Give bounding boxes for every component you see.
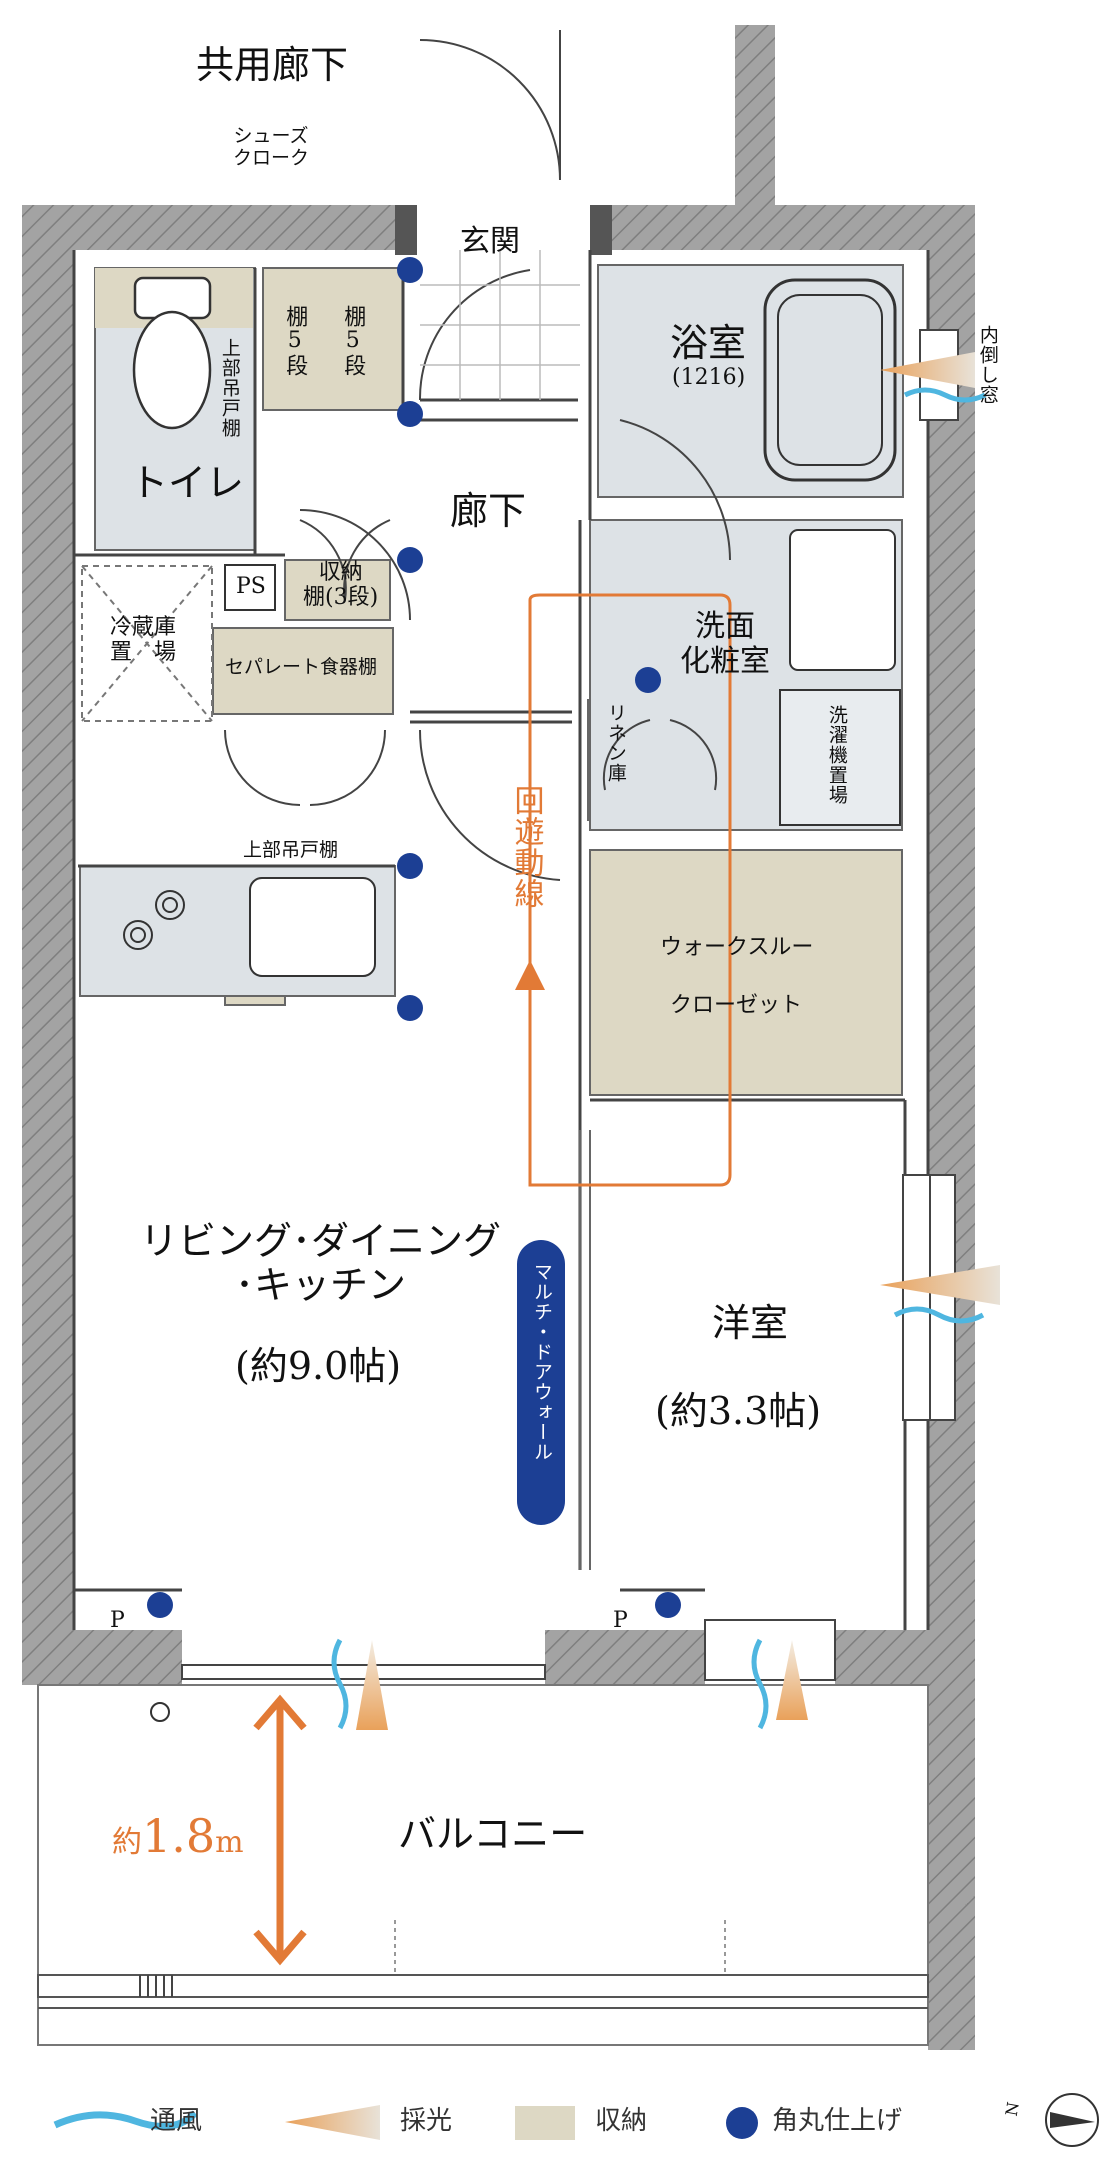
bath-size-label: (1216) xyxy=(672,365,746,390)
depth-value: 1.8 xyxy=(142,1809,216,1863)
ldk-size-label: (約9.0帖) xyxy=(235,1344,402,1388)
entrance-floor xyxy=(420,250,580,400)
inward-window-label: 内倒し窓 xyxy=(976,325,999,405)
legend-storage: 収納 xyxy=(595,2106,648,2136)
circulation-label: 回遊動線 xyxy=(508,785,544,909)
laundry-space xyxy=(779,689,901,826)
vent-marks xyxy=(331,387,987,1730)
separate-cupboard-label: セパレート食器棚 xyxy=(225,656,378,678)
depth-unit: m xyxy=(215,1825,244,1860)
shelf-a-label: 棚5段 xyxy=(282,305,308,377)
walk-through-label: ウォークスルー xyxy=(660,935,814,960)
western-size-label: (約3.3帖) xyxy=(655,1389,822,1433)
closet-label: クローゼット xyxy=(670,993,803,1018)
multi-door-track xyxy=(579,1130,591,1570)
pipe-right-label: P xyxy=(613,1608,628,1633)
bath-label: 浴室 xyxy=(670,321,747,365)
legend-light: 採光 xyxy=(400,2106,453,2136)
common-corridor-label: 共用廊下 xyxy=(196,43,349,87)
pipe-left-label: P xyxy=(110,1608,125,1633)
multi-door-label: マルチ・ドアウォール xyxy=(530,1262,553,1462)
multi-door-badge xyxy=(517,1240,565,1525)
circulation-loop xyxy=(528,593,732,1187)
toilet-cabinet-label: 上部吊戸棚 xyxy=(218,338,241,438)
entrance-label: 玄関 xyxy=(460,224,520,259)
basin xyxy=(789,529,896,671)
balcony-label: バルコニー xyxy=(398,1812,588,1856)
rounded-corner-dots xyxy=(147,257,681,1618)
toilet-fixture xyxy=(132,276,212,430)
western-sash xyxy=(704,1619,836,1681)
fridge-label: 冷蔵庫 置 場 xyxy=(110,615,177,666)
light-marks xyxy=(356,352,1000,1730)
storage-areas xyxy=(95,267,903,1096)
balcony-depth-label: 約1.8m xyxy=(112,1810,244,1863)
stove xyxy=(123,890,185,950)
legend-rounded: 角丸仕上げ xyxy=(772,2106,903,2136)
balcony-sash xyxy=(181,1664,546,1680)
doors xyxy=(224,30,731,881)
ps-label: PS xyxy=(236,574,266,599)
compass-icon xyxy=(1045,2093,1099,2147)
storage-shelf-label: 収納 棚(3段) xyxy=(303,560,379,611)
ldk-label: リビング･ダイニング ･キッチン xyxy=(140,1219,502,1307)
kitchen-sink xyxy=(249,877,376,977)
balcony-area xyxy=(37,1684,929,2046)
western-label: 洋室 xyxy=(712,1301,789,1345)
hallway-label: 廊下 xyxy=(450,489,527,533)
laundry-label: 洗濯機置場 xyxy=(825,705,848,805)
interior-walls xyxy=(72,250,930,1630)
linen-label: リネン庫 xyxy=(604,703,627,783)
outer-walls xyxy=(22,25,975,2050)
depth-prefix: 約 xyxy=(112,1825,142,1860)
washroom-label: 洗面 化粧室 xyxy=(680,609,770,679)
compass-label: N xyxy=(1001,2100,1023,2118)
bathtub xyxy=(763,278,897,482)
depth-arrow xyxy=(253,1694,307,1966)
circulation-arrow xyxy=(515,960,545,990)
ps-box xyxy=(224,564,276,611)
kitchen-cabinet-label: 上部吊戸棚 xyxy=(243,839,339,861)
legend-swatches xyxy=(53,2105,758,2140)
shoe-cloak-label: シューズ クローク xyxy=(233,125,310,169)
shelf-b-label: 棚5段 xyxy=(340,305,366,377)
toilet-label: トイレ xyxy=(130,461,245,505)
fridge-space xyxy=(81,565,213,722)
legend-ventilation: 通風 xyxy=(150,2106,203,2136)
